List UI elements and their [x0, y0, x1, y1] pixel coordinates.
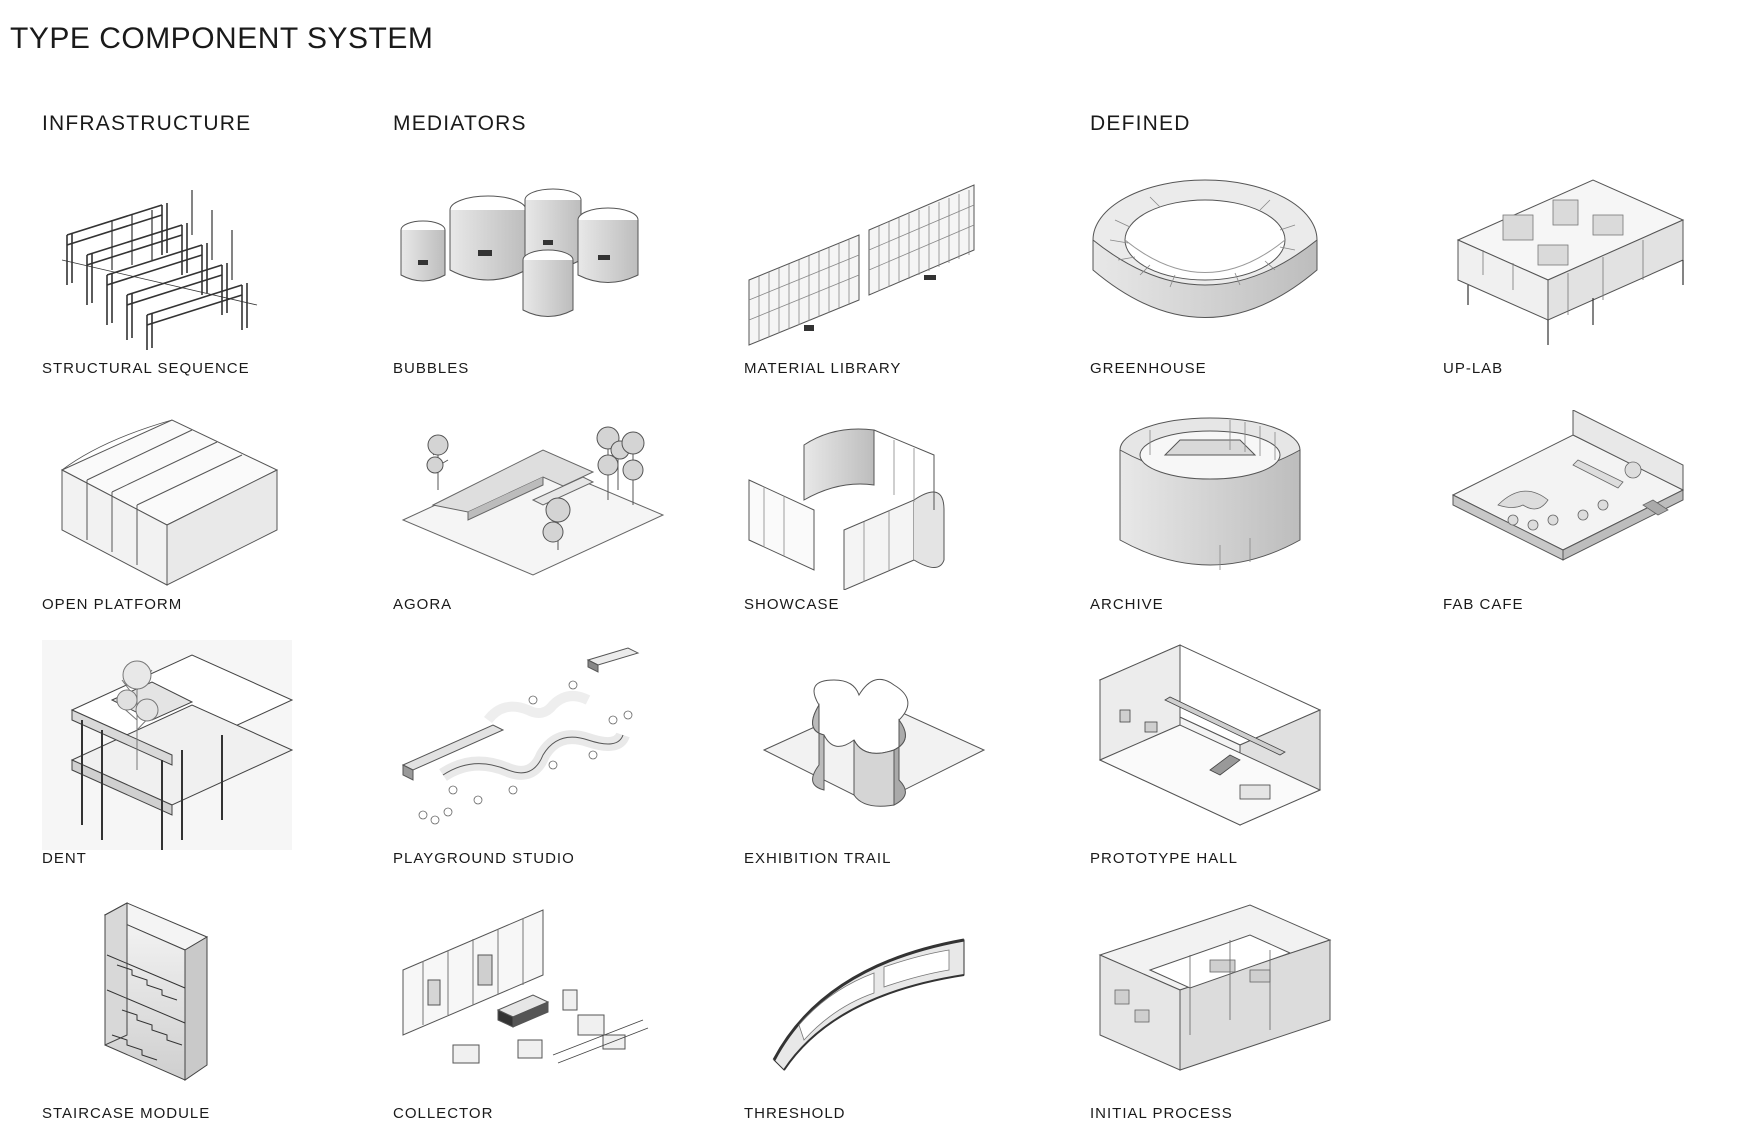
component-label: OPEN PLATFORM	[42, 596, 183, 613]
component-label: GREENHOUSE	[1090, 360, 1207, 377]
curved-tables-icon	[401, 647, 640, 825]
component-bubbles[interactable]: BUBBLES	[393, 165, 693, 385]
cylinder-icon	[1119, 417, 1301, 570]
component-greenhouse[interactable]: GREENHOUSE	[1090, 165, 1390, 385]
component-exhibition-trail[interactable]: EXHIBITION TRAIL	[744, 640, 1044, 870]
component-label: THRESHOLD	[744, 1105, 846, 1122]
component-playground-studio[interactable]: PLAYGROUND STUDIO	[393, 640, 693, 870]
component-threshold[interactable]: THRESHOLD	[744, 895, 1044, 1125]
component-label: STRUCTURAL SEQUENCE	[42, 360, 250, 377]
curved-wall-icon	[772, 938, 965, 1071]
pods-icon	[400, 188, 639, 317]
ring-icon	[1092, 179, 1318, 318]
component-agora[interactable]: AGORA	[393, 410, 693, 613]
component-label: COLLECTOR	[393, 1105, 494, 1122]
component-label: EXHIBITION TRAIL	[744, 850, 892, 867]
component-up-lab[interactable]: UP-LAB	[1443, 165, 1743, 385]
component-label: FAB CAFE	[1443, 596, 1524, 613]
frame-grid-icon	[61, 190, 258, 350]
component-staircase-module[interactable]: STAIRCASE MODULE	[42, 895, 342, 1125]
stair-tower-icon	[103, 902, 209, 1081]
component-label: STAIRCASE MODULE	[42, 1105, 211, 1122]
component-fab-cafe[interactable]: FAB CAFE	[1443, 410, 1743, 613]
component-label: PLAYGROUND STUDIO	[393, 850, 575, 867]
shelf-walls-icon	[748, 184, 975, 346]
component-material-library[interactable]: MATERIAL LIBRARY	[744, 165, 1044, 385]
raised-box-icon	[1456, 179, 1685, 345]
category-heading-mediators: MEDIATORS	[393, 112, 527, 135]
hall-box-icon	[1098, 644, 1322, 826]
component-label: SHOWCASE	[744, 596, 840, 613]
category-heading-defined: DEFINED	[1090, 112, 1191, 135]
component-showcase[interactable]: SHOWCASE	[744, 410, 1044, 613]
component-prototype-hall[interactable]: PROTOTYPE HALL	[1090, 640, 1390, 870]
component-label: INITIAL PROCESS	[1090, 1105, 1233, 1122]
page-title: TYPE COMPONENT SYSTEM	[10, 22, 434, 55]
component-label: UP-LAB	[1443, 360, 1504, 377]
category-heading-infrastructure: INFRASTRUCTURE	[42, 112, 252, 135]
cafe-floor-icon	[1451, 410, 1685, 561]
component-collector[interactable]: COLLECTOR	[393, 895, 693, 1125]
workshop-box-icon	[1098, 904, 1332, 1071]
component-initial-process[interactable]: INITIAL PROCESS	[1090, 895, 1390, 1125]
blob-walls-icon	[762, 678, 986, 807]
component-label: DENT	[42, 850, 87, 867]
component-dent[interactable]: DENT	[42, 640, 342, 870]
open-shed-icon	[60, 419, 279, 586]
component-label: MATERIAL LIBRARY	[744, 360, 902, 377]
component-structural-sequence[interactable]: STRUCTURAL SEQUENCE	[42, 165, 342, 385]
component-open-platform[interactable]: OPEN PLATFORM	[42, 410, 342, 613]
component-label: BUBBLES	[393, 360, 470, 377]
curved-panels-icon	[748, 428, 945, 590]
courtyard-trees-icon	[401, 426, 665, 576]
bays-truck-icon	[402, 909, 649, 1064]
component-label: ARCHIVE	[1090, 596, 1164, 613]
component-archive[interactable]: ARCHIVE	[1090, 410, 1390, 613]
component-label: PROTOTYPE HALL	[1090, 850, 1238, 867]
slab-stack-icon	[42, 640, 294, 850]
component-label: AGORA	[393, 596, 453, 613]
